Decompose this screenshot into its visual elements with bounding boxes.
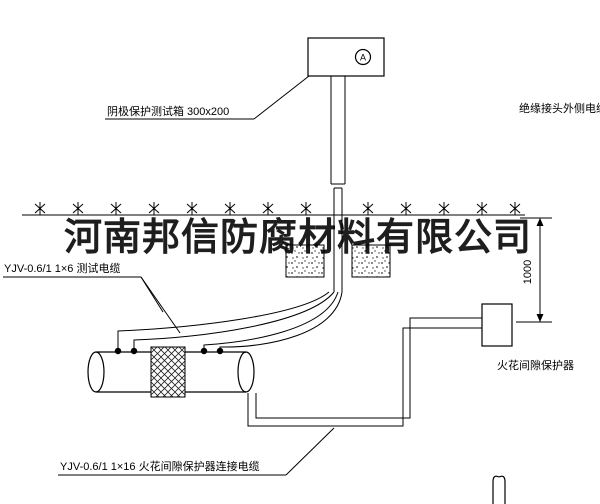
test-cable-label: YJV-0.6/1 1×6 测试电缆 — [4, 262, 120, 275]
ammeter-symbol-icon — [354, 48, 372, 66]
outer-cable-label: 绝缘接头外侧电缆 — [519, 101, 600, 115]
spark-gap-protector — [481, 303, 513, 347]
test-cables — [117, 291, 343, 349]
cable-connection-dots — [114, 347, 224, 355]
test-box-label-leader — [105, 75, 310, 120]
company-watermark: 河南邦信防腐材料有限公司 — [64, 217, 532, 259]
protector-label: 火花间隙保护器 — [497, 358, 574, 372]
ground-surface-symbols — [34, 201, 521, 216]
test-cable-label-leader — [3, 276, 181, 334]
pipe-end-right — [237, 351, 255, 393]
pipe-break-symbol — [492, 475, 506, 504]
riser-conduit — [330, 76, 346, 292]
test-box-label: 阴极保护测试箱 300x200 — [107, 104, 229, 118]
protector-cable-label-leader — [58, 427, 335, 476]
foundation-block-left — [285, 244, 325, 278]
foundation-block-right — [351, 244, 391, 278]
dimension-1000 — [516, 217, 552, 323]
ammeter-letter: A — [360, 53, 366, 63]
dimension-value: 1000 — [522, 260, 534, 284]
test-box-outline — [307, 37, 385, 77]
protector-cables — [247, 317, 482, 427]
protector-cable-label: YJV-0.6/1 1×16 火花间隙保护器连接电缆 — [60, 459, 260, 473]
test-box — [307, 37, 385, 77]
pipe-end-left — [87, 351, 105, 393]
insulating-joint — [150, 346, 186, 398]
concrete-foundation — [285, 244, 391, 278]
